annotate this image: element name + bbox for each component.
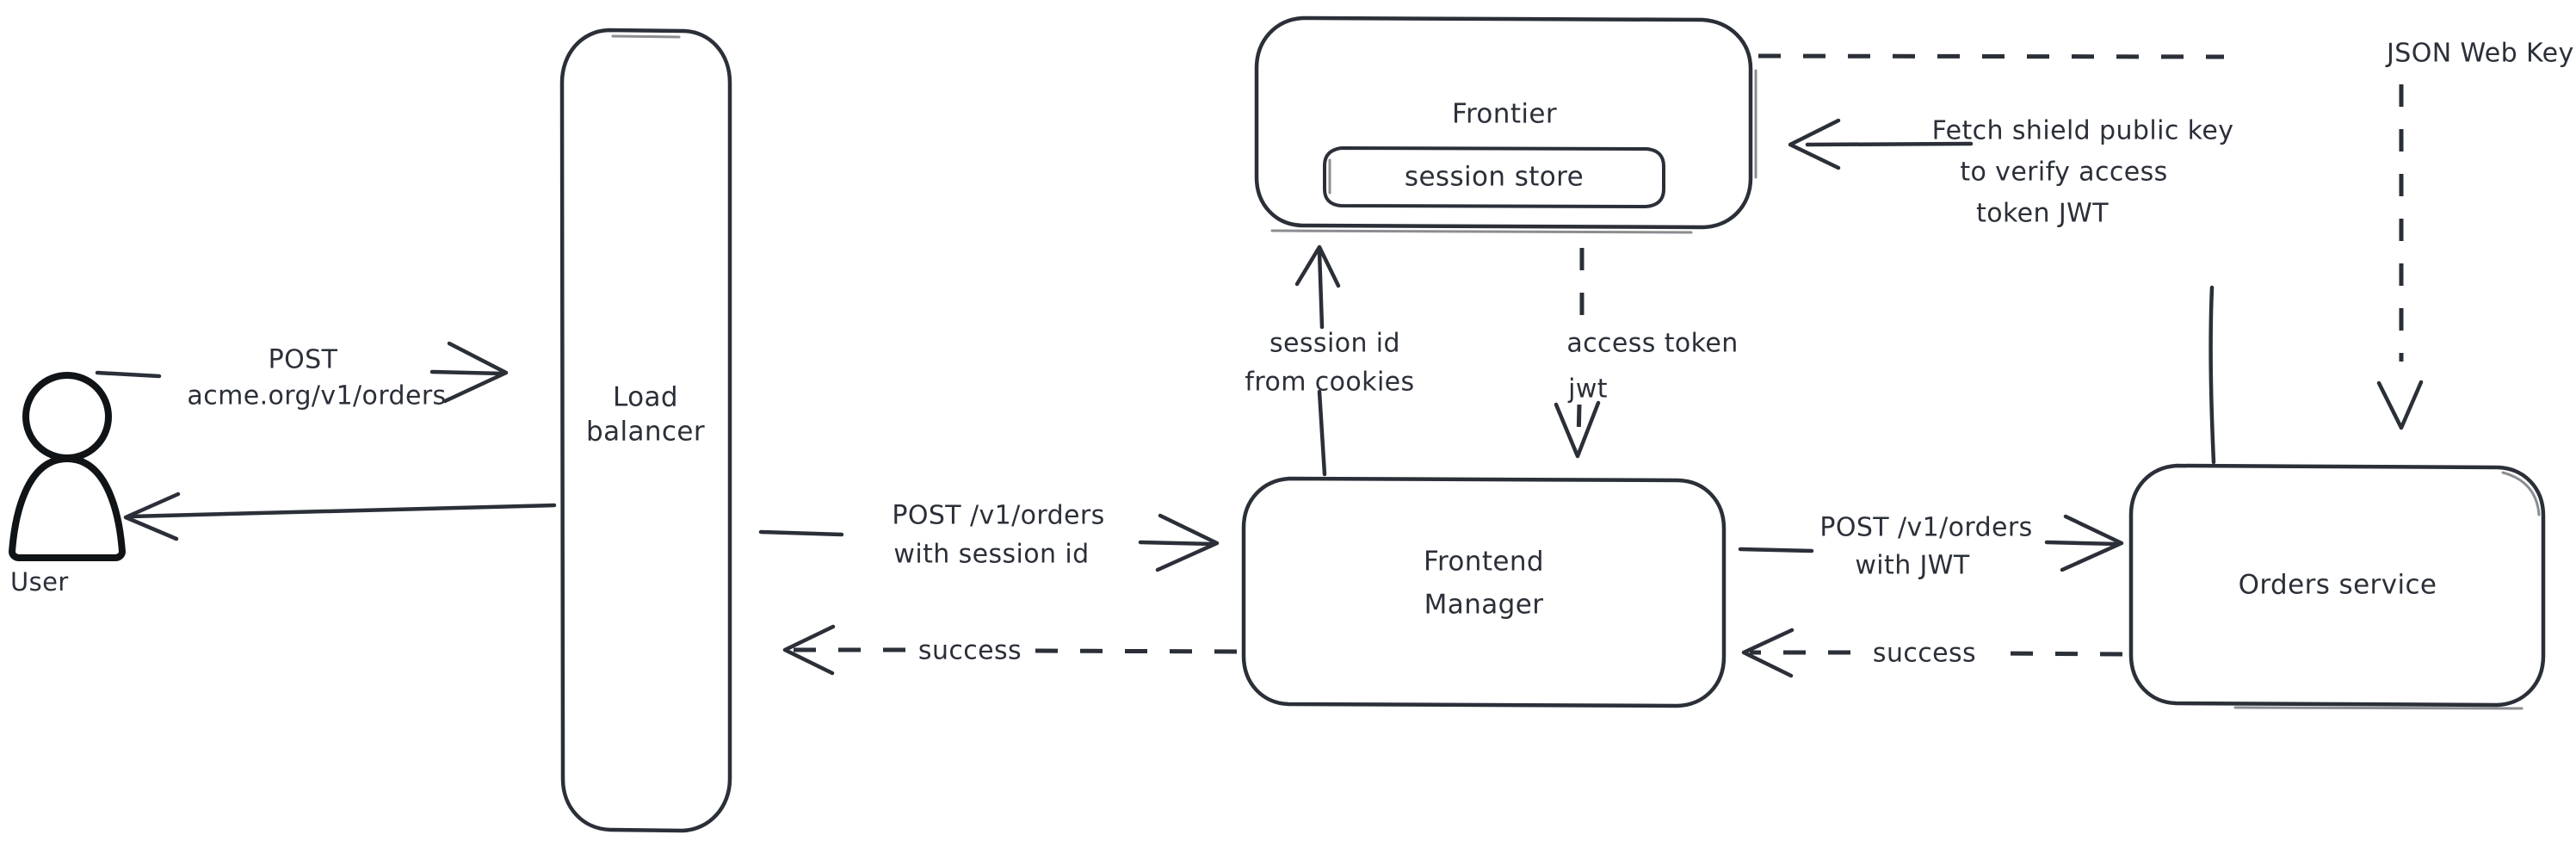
edge-label-orders-frontier-line3: token JWT bbox=[1976, 199, 2109, 229]
edge-label-user-lb-line2: acme.org/v1/orders bbox=[187, 381, 446, 411]
edge-label-user-lb-line1: POST bbox=[269, 345, 338, 375]
edge-label-orders-frontier-line1: Fetch shield public key bbox=[1932, 116, 2234, 146]
edge-label-frontier-fm-line1: access token bbox=[1566, 329, 1738, 359]
edge-frontend-manager-to-frontier: session id from cookies bbox=[1245, 244, 1414, 477]
edge-frontend-manager-to-orders-service: POST /v1/orders with JWT bbox=[1738, 513, 2124, 581]
edge-user-lb-stub bbox=[95, 370, 162, 379]
edge-frontier-to-frontend-manager: access token jwt bbox=[1554, 248, 1738, 459]
edge-frontier-to-orders-service-jwks: JSON Web Key Set bbox=[1757, 39, 2576, 430]
actor-user: User bbox=[9, 372, 126, 597]
edge-fm-lb-dash-right bbox=[1032, 648, 1238, 654]
edge-label-lb-fm-line2: with session id bbox=[893, 540, 1089, 570]
edge-jwks-arrowhead bbox=[2376, 380, 2424, 430]
load-balancer-sketch-line bbox=[611, 34, 681, 39]
frontier-sketch-line-bottom bbox=[1270, 229, 1693, 234]
edge-label-jwks: JSON Web Key Set bbox=[2385, 39, 2576, 69]
edge-orders-fm-dash-right bbox=[1996, 651, 2123, 657]
edge-load-balancer-to-frontend-manager: POST /v1/orders with session id bbox=[758, 501, 1220, 572]
edge-label-fm-orders-line2: with JWT bbox=[1855, 551, 1969, 581]
edge-jwks-horizontal bbox=[1757, 53, 2225, 59]
person-icon-body bbox=[9, 455, 126, 561]
edge-label-fm-frontier-line1: session id bbox=[1269, 329, 1400, 359]
edge-user-lb-line bbox=[429, 369, 505, 376]
edge-orders-frontier-vertical bbox=[2208, 285, 2216, 465]
edge-fm-orders-arrowhead bbox=[2060, 514, 2124, 572]
frontend-manager-label-line1: Frontend bbox=[1424, 547, 1544, 578]
edge-lb-fm-line bbox=[1138, 540, 1216, 547]
edge-load-balancer-to-user bbox=[123, 492, 557, 541]
edge-label-frontier-fm-line2: jwt bbox=[1567, 374, 1608, 405]
edge-orders-fm-arrowhead bbox=[1741, 628, 1795, 678]
edge-orders-frontier-horizontal bbox=[1805, 141, 1974, 147]
frontier-label: Frontier bbox=[1452, 99, 1557, 130]
session-store-label: session store bbox=[1405, 162, 1584, 193]
edge-label-fm-lb-success: success bbox=[918, 636, 1022, 666]
edge-frontier-fm-dash-lower bbox=[1576, 404, 1582, 442]
edge-orders-frontier-arrowhead bbox=[1788, 118, 1841, 170]
edge-label-fm-orders-line1: POST /v1/orders bbox=[1819, 513, 2032, 543]
edge-user-to-load-balancer: POST acme.org/v1/orders bbox=[95, 341, 509, 411]
node-load-balancer[interactable]: Load balancer bbox=[559, 28, 732, 833]
edge-fm-frontier-arrowhead bbox=[1294, 244, 1341, 288]
edge-lb-fm-stub bbox=[758, 529, 844, 537]
orders-service-box bbox=[2128, 463, 2546, 708]
frontend-manager-label-line2: Manager bbox=[1424, 590, 1544, 621]
frontend-manager-box bbox=[1241, 476, 1727, 708]
edge-orders-service-to-frontier: Fetch shield public key to verify access… bbox=[1788, 116, 2234, 465]
edge-fm-frontier-upper bbox=[1317, 249, 1325, 330]
orders-service-sketch-line bbox=[2501, 471, 2541, 516]
edge-label-orders-frontier-line2: to verify access bbox=[1960, 158, 2167, 188]
edge-fm-frontier-lower bbox=[1317, 389, 1327, 477]
edge-lb-user-arrowhead bbox=[123, 492, 181, 541]
edge-frontend-manager-to-load-balancer-success: success bbox=[782, 624, 1238, 676]
session-store-box bbox=[1323, 146, 1665, 208]
edge-label-orders-fm-success: success bbox=[1873, 639, 1976, 669]
edge-lb-user-line bbox=[128, 503, 557, 519]
orders-service-label: Orders service bbox=[2239, 570, 2437, 601]
load-balancer-box bbox=[559, 28, 732, 833]
actor-label-user: User bbox=[10, 567, 69, 597]
edge-fm-lb-arrowhead bbox=[782, 624, 836, 676]
edge-label-lb-fm-line1: POST /v1/orders bbox=[892, 501, 1104, 531]
edge-fm-orders-stub bbox=[1738, 547, 1814, 553]
edge-lb-fm-arrowhead bbox=[1155, 513, 1220, 572]
edge-user-lb-arrowhead bbox=[442, 341, 509, 404]
edge-label-fm-frontier-line2: from cookies bbox=[1245, 368, 1414, 398]
node-frontier[interactable]: Frontier session store bbox=[1254, 15, 1757, 234]
edge-frontier-fm-arrowhead bbox=[1554, 400, 1601, 459]
load-balancer-label-line1: Load bbox=[613, 382, 678, 413]
load-balancer-label-line2: balancer bbox=[586, 417, 705, 448]
edge-orders-service-to-frontend-manager-success: success bbox=[1741, 628, 2123, 678]
person-icon-head bbox=[22, 372, 112, 461]
node-session-store[interactable]: session store bbox=[1323, 146, 1665, 208]
edge-fm-orders-line bbox=[2044, 540, 2120, 547]
node-orders-service[interactable]: Orders service bbox=[2128, 463, 2546, 710]
node-frontend-manager[interactable]: Frontend Manager bbox=[1241, 476, 1727, 708]
